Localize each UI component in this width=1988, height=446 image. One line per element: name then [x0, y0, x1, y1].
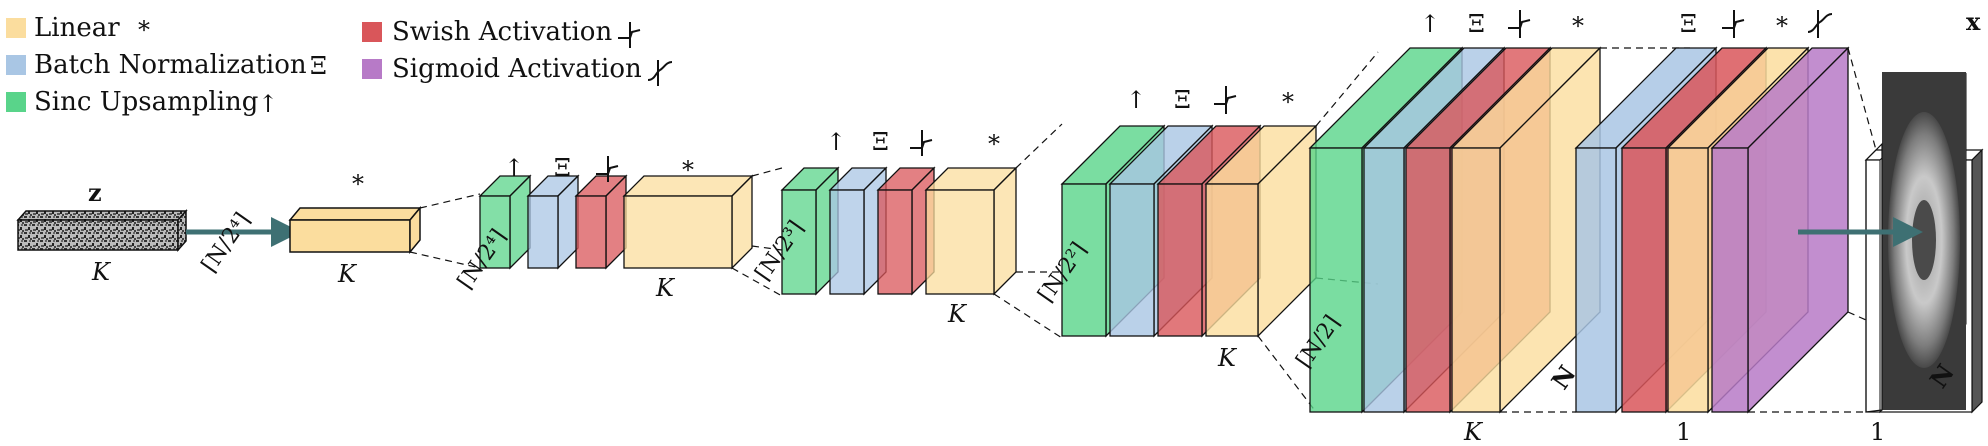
stage2-swish-icon	[596, 156, 619, 182]
legend-item-sigmoid: Sigmoid Activation	[362, 54, 673, 86]
legend-label-batch-norm: Batch Normalization	[34, 50, 307, 80]
dashed-connector	[731, 267, 783, 297]
upsampling-icon: ↑	[258, 90, 278, 118]
input-z: z K	[16, 178, 188, 286]
stage3-swish-icon	[910, 130, 933, 156]
stage4-upsampling-icon: ↑	[1126, 86, 1146, 114]
stage2-upsampling-icon: ↑	[504, 154, 524, 182]
legend-label-linear: Linear	[34, 13, 120, 43]
stage4-blocks	[1060, 51, 1379, 413]
batch-norm-icon: Ξ	[310, 52, 327, 80]
dashed-connector	[751, 167, 783, 177]
legend-label-swish: Swish Activation	[392, 17, 612, 47]
stage5-dim: K	[1463, 418, 1484, 446]
output-x: x 1 N	[1864, 7, 1984, 446]
swish-swatch	[362, 22, 382, 42]
final-dim: 1	[1676, 418, 1691, 446]
legend-label-sigmoid: Sigmoid Activation	[392, 54, 642, 84]
stage2-batchnorm-icon: Ξ	[554, 154, 571, 182]
output-dim-bottom: 1	[1870, 418, 1885, 446]
input-label: z	[88, 178, 102, 207]
dashed-connector	[1015, 123, 1063, 169]
sinc-swatch	[6, 92, 26, 112]
dashed-connector	[1847, 311, 1867, 321]
final-swish-icon	[1722, 10, 1745, 38]
stage5-blocks	[1308, 46, 1690, 414]
stage4-batchnorm-icon: Ξ	[1174, 86, 1191, 114]
final-linear-icon: *	[1776, 12, 1788, 40]
stage5-linear-icon: *	[1572, 12, 1584, 40]
stage2-batchnorm-block	[526, 174, 580, 270]
final-batchnorm-icon: Ξ	[1680, 10, 1697, 38]
batch-norm-swatch	[6, 55, 26, 75]
stage2-linear-icon: *	[682, 156, 694, 184]
stage5-linear-block	[1450, 46, 1602, 414]
stage4-linear-icon: *	[1282, 88, 1294, 116]
stage3-dim: K	[947, 300, 968, 328]
stage3-linear-block	[924, 166, 1018, 296]
stage3-linear-icon: *	[988, 130, 1000, 158]
legend-item-sinc: Sinc Upsampling ↑	[6, 87, 278, 118]
linear-icon: *	[138, 16, 150, 44]
legend-label-sinc: Sinc Upsampling	[34, 87, 258, 117]
legend: Linear * Batch Normalization Ξ Sinc Upsa…	[6, 13, 673, 118]
input-dim: K	[91, 258, 112, 286]
stage3-blocks	[780, 123, 1063, 339]
linear-swatch	[6, 18, 26, 38]
sigmoid-swatch	[362, 59, 382, 79]
stage2-swish-block	[574, 174, 628, 270]
legend-item-swish: Swish Activation	[362, 17, 641, 48]
connector-1	[409, 193, 481, 269]
swish-icon	[618, 22, 641, 48]
final-sigmoid-icon	[1807, 10, 1833, 38]
sigmoid-icon	[647, 60, 673, 86]
stage3-upsampling-icon: ↑	[826, 128, 846, 156]
stage5-batchnorm-icon: Ξ	[1468, 10, 1485, 38]
edge-label-input: ⌈N/2⁴⌉	[197, 208, 256, 277]
stage1-linear-icon: *	[352, 170, 364, 198]
stage4-dim: K	[1217, 344, 1238, 372]
dashed-connector	[1257, 335, 1317, 413]
stage1-dim: K	[337, 260, 358, 288]
stage2-dim: K	[655, 274, 676, 302]
stage2-linear-block	[622, 174, 754, 270]
stage5-swish-icon	[1508, 10, 1531, 38]
dashed-connector	[1847, 47, 1877, 151]
dashed-connector	[1315, 51, 1379, 127]
legend-item-batch-norm: Batch Normalization Ξ	[6, 50, 327, 80]
legend-item-linear: Linear *	[6, 13, 150, 44]
dashed-connector	[751, 245, 783, 251]
final-blocks	[1574, 46, 1877, 414]
stage4-linear-block	[1204, 124, 1318, 338]
stage2-blocks	[478, 167, 783, 297]
final-symbols: Ξ * 1	[1676, 10, 1833, 446]
stage4-swish-icon	[1214, 86, 1237, 114]
stage1-linear-block: * K	[288, 170, 422, 288]
dashed-connector	[993, 293, 1063, 339]
stage3-batchnorm-icon: Ξ	[872, 128, 889, 156]
stage5-upsampling-icon: ↑	[1420, 10, 1440, 38]
output-label: x	[1966, 7, 1981, 36]
